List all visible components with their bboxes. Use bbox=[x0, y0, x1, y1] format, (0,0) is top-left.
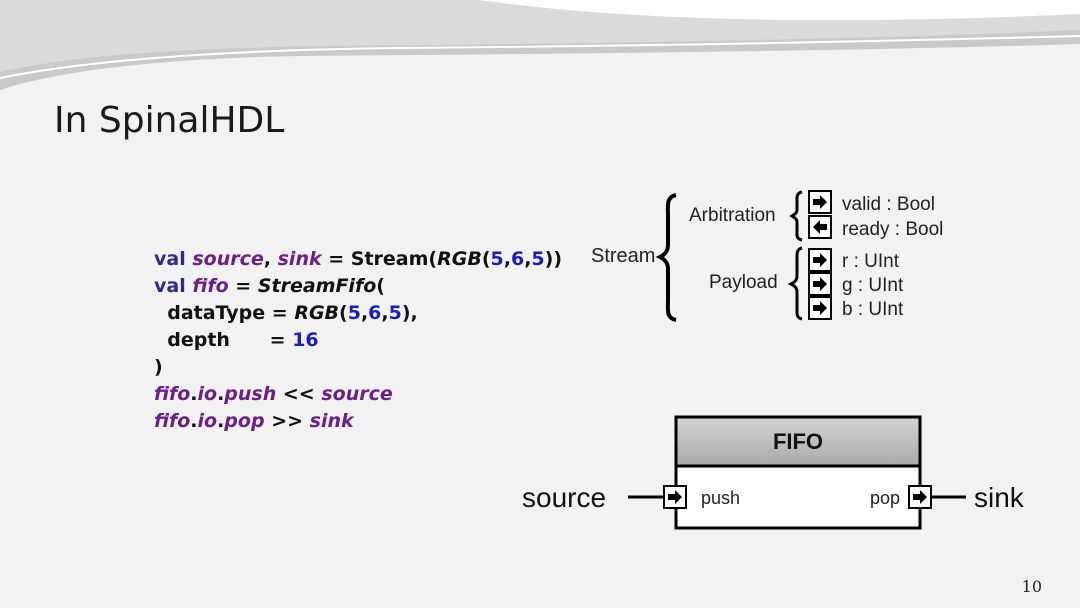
code-punct: ( bbox=[481, 248, 491, 270]
code-block: val source, sink = Stream(RGB(5,6,5)) va… bbox=[154, 246, 562, 435]
code-text: = bbox=[269, 329, 286, 351]
code-type: RGB bbox=[437, 248, 482, 270]
code-line-4: depth = 16 bbox=[154, 329, 319, 351]
code-identifier: fifo bbox=[154, 383, 191, 405]
payload-brace bbox=[787, 246, 803, 321]
valid-arrow-right-icon bbox=[808, 190, 832, 214]
fifo-header bbox=[674, 415, 922, 468]
code-identifier: sink bbox=[277, 248, 322, 270]
code-identifier: push bbox=[224, 383, 277, 405]
g-arrow-right-icon bbox=[808, 272, 832, 296]
code-operator: << bbox=[282, 383, 315, 405]
code-identifier: io bbox=[197, 410, 218, 432]
code-text: dataType = bbox=[167, 302, 288, 324]
push-arrow-right-icon bbox=[663, 485, 687, 509]
code-punct: )) bbox=[544, 248, 563, 270]
code-punct: . bbox=[217, 410, 225, 432]
code-identifier: pop bbox=[224, 410, 265, 432]
code-punct: , bbox=[381, 302, 389, 324]
arbitration-brace bbox=[789, 190, 803, 242]
page-number: 10 bbox=[1021, 577, 1042, 596]
code-punct: . bbox=[190, 383, 198, 405]
code-number: 16 bbox=[292, 329, 319, 351]
r-arrow-right-icon bbox=[808, 248, 832, 272]
code-number: 5 bbox=[347, 302, 361, 324]
code-line-7: fifo.io.pop >> sink bbox=[154, 410, 354, 432]
code-punct: . bbox=[190, 410, 198, 432]
b-arrow-right-icon bbox=[808, 296, 832, 320]
fifo-title: FIFO bbox=[773, 429, 823, 454]
code-punct: , bbox=[524, 248, 532, 270]
code-identifier: fifo bbox=[192, 275, 229, 297]
code-identifier: io bbox=[197, 383, 218, 405]
arbitration-label: Arbitration bbox=[689, 205, 776, 226]
code-punct: ), bbox=[401, 302, 418, 324]
signal-r: r : UInt bbox=[842, 251, 900, 272]
code-line-5: ) bbox=[154, 356, 163, 378]
code-punct: , bbox=[263, 248, 271, 270]
signal-valid: valid : Bool bbox=[842, 194, 935, 215]
code-type: StreamFifo bbox=[257, 275, 377, 297]
page-title: In SpinalHDL bbox=[54, 100, 285, 141]
signal-b: b : UInt bbox=[842, 299, 904, 320]
code-identifier: source bbox=[321, 383, 393, 405]
code-number: 5 bbox=[531, 248, 545, 270]
code-line-6: fifo.io.push << source bbox=[154, 383, 393, 405]
code-line-2: val fifo = StreamFifo( bbox=[154, 275, 385, 297]
signal-ready: ready : Bool bbox=[842, 219, 943, 240]
code-punct: , bbox=[503, 248, 511, 270]
source-label: source bbox=[522, 482, 606, 513]
stream-label: Stream bbox=[591, 245, 655, 267]
code-keyword: val bbox=[154, 275, 186, 297]
code-number: 6 bbox=[368, 302, 382, 324]
code-number: 5 bbox=[388, 302, 402, 324]
code-line-1: val source, sink = Stream(RGB(5,6,5)) bbox=[154, 248, 562, 270]
code-text: = Stream( bbox=[328, 248, 438, 270]
pop-arrow-right-icon bbox=[908, 485, 932, 509]
code-number: 5 bbox=[490, 248, 504, 270]
pop-label: pop bbox=[870, 488, 900, 508]
code-text: = bbox=[235, 275, 252, 297]
ready-arrow-left-icon bbox=[808, 215, 832, 239]
code-punct: . bbox=[217, 383, 225, 405]
code-line-3: dataType = RGB(5,6,5), bbox=[154, 302, 418, 324]
code-punct: , bbox=[360, 302, 369, 324]
code-identifier: source bbox=[192, 248, 264, 270]
code-keyword: val bbox=[154, 248, 186, 270]
payload-label: Payload bbox=[709, 272, 778, 293]
code-identifier: fifo bbox=[154, 410, 191, 432]
signal-g: g : UInt bbox=[842, 275, 904, 296]
header-wave-decoration bbox=[0, 0, 1080, 90]
sink-label: sink bbox=[974, 482, 1025, 513]
push-label: push bbox=[701, 488, 740, 508]
code-text: depth bbox=[167, 329, 230, 351]
code-identifier: sink bbox=[309, 410, 354, 432]
code-punct: ( bbox=[339, 302, 348, 324]
code-type: RGB bbox=[294, 302, 340, 324]
code-operator: >> bbox=[271, 410, 304, 432]
stream-brace bbox=[655, 193, 677, 322]
code-number: 6 bbox=[510, 248, 525, 270]
code-punct: ( bbox=[376, 275, 385, 297]
